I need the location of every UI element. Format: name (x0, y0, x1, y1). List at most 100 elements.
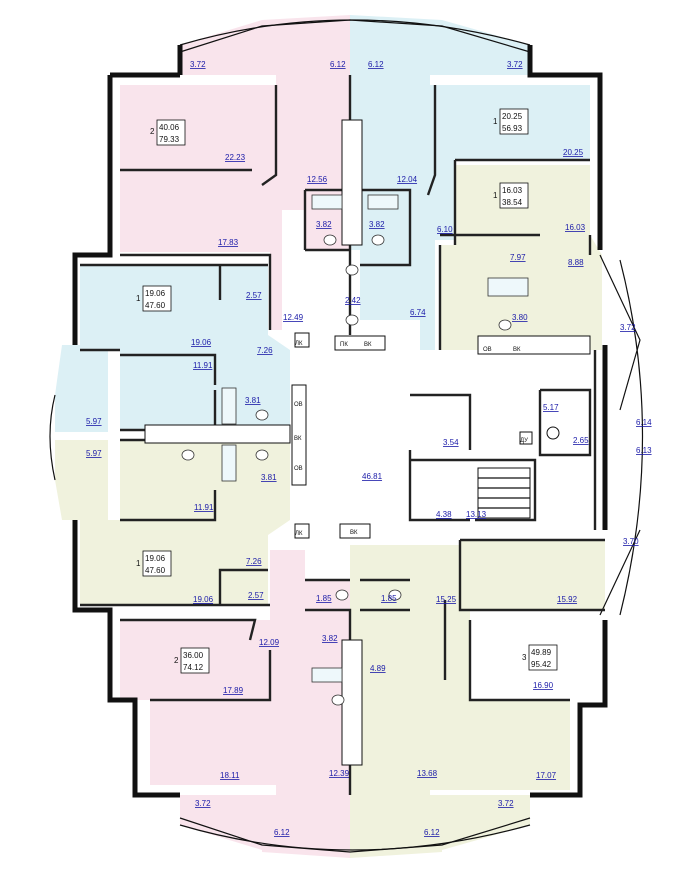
du-label: ДУ (520, 438, 528, 444)
fill-balcony-w-top (55, 345, 108, 432)
room-area: 11.91 (194, 503, 214, 512)
apt-total: 74.12 (183, 663, 204, 672)
room-area: 13.13 (466, 510, 487, 519)
fill-balcony-ne (442, 20, 530, 75)
vk-label: ВК (364, 342, 372, 348)
fill-ne-apartment (350, 75, 590, 350)
fill-se-apartment (350, 540, 605, 795)
room-area: 7.97 (510, 253, 526, 262)
room-area: 1.85 (381, 594, 397, 603)
room-area: 17.89 (223, 686, 244, 695)
room-area: 6.74 (410, 308, 426, 317)
vk-label: ВК (294, 436, 302, 442)
room-area: 13.68 (417, 769, 438, 778)
room-area: 7.26 (257, 346, 273, 355)
room-area: 2.57 (246, 291, 262, 300)
room-area: 3.82 (316, 220, 332, 229)
room-area: 2.42 (345, 296, 361, 305)
fill-balcony-w-bot (55, 440, 108, 520)
apt-rooms: 2 (150, 127, 155, 136)
room-area: 8.88 (568, 258, 584, 267)
apt-total: 47.60 (145, 301, 166, 310)
room-area: 3.54 (443, 438, 459, 447)
apt-living: 36.00 (183, 651, 204, 660)
apt-total: 56.93 (502, 124, 523, 133)
service-labels: ЛК ПК ВК ВК ЛК ОВ ВК ОВ ВК ОВ ДУ (294, 341, 528, 537)
fill-balcony-s-right (350, 795, 442, 858)
fill-sw-apartment (120, 550, 350, 795)
room-area: 6.12 (274, 828, 290, 837)
room-area: 2.57 (248, 591, 264, 600)
room-area: 5.97 (86, 417, 102, 426)
room-area: 6.13 (636, 446, 652, 455)
room-fills (55, 15, 605, 858)
room-area-labels: 3.72 6.12 6.12 3.72 22.23 20.25 12.56 12.04 17.8… (86, 60, 652, 837)
apt-total: 47.60 (145, 566, 166, 575)
room-area: 11.91 (193, 361, 213, 370)
room-area: 6.12 (330, 60, 346, 69)
room-area: 12.56 (307, 175, 328, 184)
room-area: 5.17 (543, 403, 559, 412)
room-area: 3.72 (195, 799, 211, 808)
apt-living: 20.25 (502, 112, 523, 121)
lift-label: ЛК (295, 531, 303, 537)
room-area: 18.11 (220, 771, 240, 780)
apt-rooms: 3 (522, 653, 527, 662)
room-area: 12.39 (329, 769, 350, 778)
apt-living: 16.03 (502, 186, 523, 195)
room-area: 3.82 (322, 634, 338, 643)
room-area: 19.06 (191, 338, 212, 347)
room-area: 16.90 (533, 681, 554, 690)
room-area: 16.03 (565, 223, 586, 232)
room-area: 15.92 (557, 595, 578, 604)
apt-living: 49.89 (531, 648, 552, 657)
apt-living: 40.06 (159, 123, 180, 132)
apt-living: 19.06 (145, 289, 166, 298)
ov-label: ОВ (294, 402, 303, 408)
vk-label: ВК (350, 530, 358, 536)
room-area: 12.09 (259, 638, 280, 647)
apt-living: 19.06 (145, 554, 166, 563)
apt-total: 95.42 (531, 660, 552, 669)
room-area: 17.07 (536, 771, 557, 780)
outer-walls (49, 19, 644, 853)
room-area: 6.14 (636, 418, 652, 427)
room-area: 4.38 (436, 510, 452, 519)
ov-label: ОВ (483, 347, 492, 353)
apt-rooms: 1 (493, 117, 498, 126)
room-area: 3.81 (261, 473, 277, 482)
fill-w-lower-apartment (80, 440, 290, 605)
apt-total: 79.33 (159, 135, 180, 144)
vk-label: ВК (513, 347, 521, 353)
ov-label: ОВ (294, 466, 303, 472)
apt-total: 38.54 (502, 198, 523, 207)
room-area: 2.65 (573, 436, 589, 445)
room-area: 46.81 (362, 472, 383, 481)
room-area: 3.72 (620, 323, 636, 332)
room-area: 3.72 (507, 60, 523, 69)
room-area: 6.12 (368, 60, 384, 69)
apt-rooms: 1 (136, 559, 141, 568)
room-area: 17.83 (218, 238, 239, 247)
fill-w-upper-apartment (80, 265, 290, 430)
apt-rooms: 1 (136, 294, 141, 303)
room-area: 12.04 (397, 175, 418, 184)
room-area: 22.23 (225, 153, 246, 162)
room-area: 15.25 (436, 595, 457, 604)
fill-balcony-s-left (262, 795, 350, 858)
room-area: 3.70 (623, 537, 639, 546)
room-area: 20.25 (563, 148, 584, 157)
room-area: 5.97 (86, 449, 102, 458)
room-area: 3.72 (498, 799, 514, 808)
room-area: 1.85 (316, 594, 332, 603)
room-area: 3.80 (512, 313, 528, 322)
room-area: 3.82 (369, 220, 385, 229)
room-area: 3.72 (190, 60, 206, 69)
room-area: 6.12 (424, 828, 440, 837)
room-area: 7.26 (246, 557, 262, 566)
fill-balcony-n-right (350, 15, 442, 75)
apt-rooms: 1 (493, 191, 498, 200)
room-area: 6.10 (437, 225, 453, 234)
room-area: 3.81 (245, 396, 261, 405)
